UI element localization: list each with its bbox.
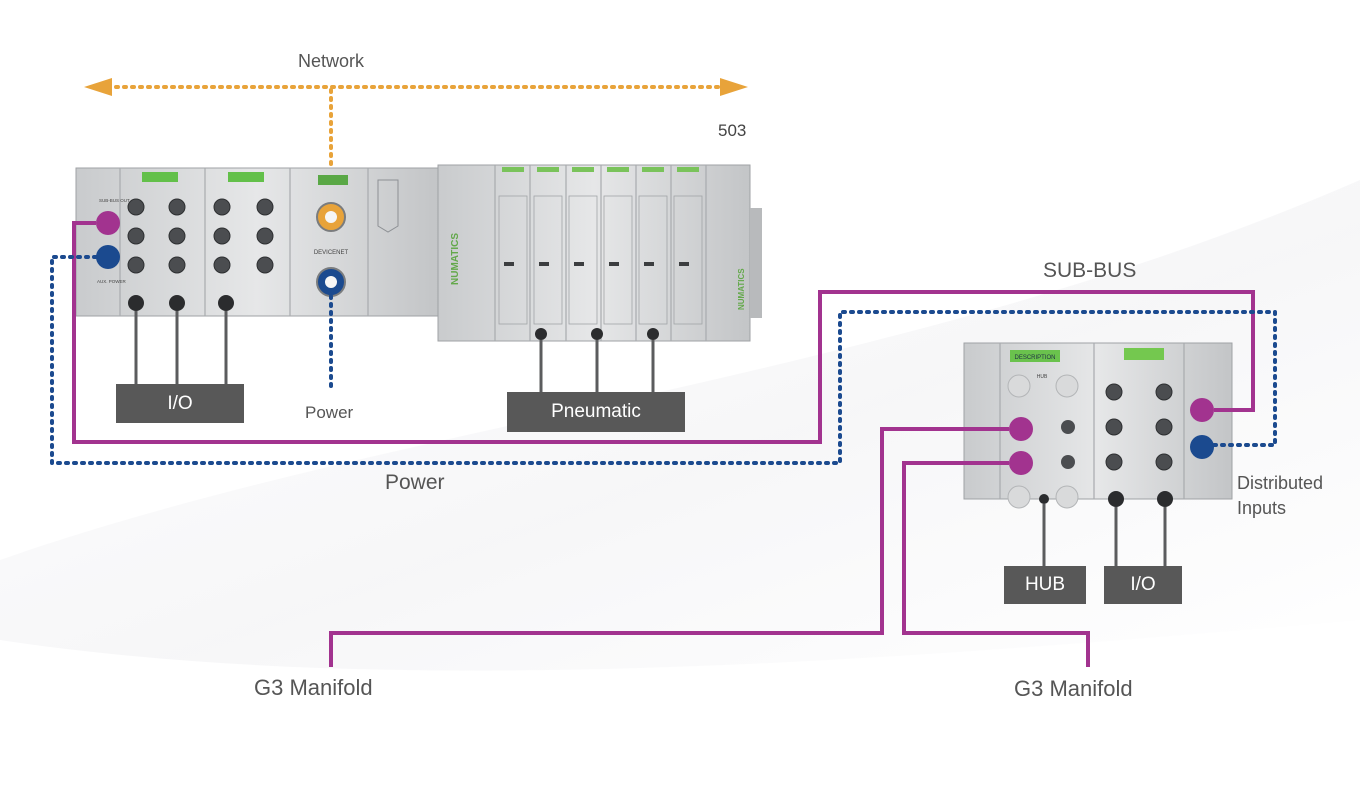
- network-arrow-right-head: [720, 78, 748, 96]
- device-cables: [134, 311, 1167, 566]
- main-manifold: DEVICENET SUB-BUS OUT AUX. POWER NUMATIC…: [75, 164, 762, 342]
- devicenet-display: [318, 175, 348, 185]
- power-label-large: Power: [385, 471, 445, 494]
- g3-right-line: [902, 461, 1090, 667]
- description-text: DESCRIPTION: [1014, 355, 1055, 361]
- sub-bus-in-port: [1190, 398, 1214, 422]
- sub-bus-lines: [72, 221, 1255, 667]
- aux-power-in-port: [1190, 435, 1214, 459]
- g3-manifold-right-label: G3 Manifold: [1014, 676, 1133, 701]
- network-label: Network: [298, 51, 365, 71]
- distributed-inputs-label: Distributed Inputs: [1237, 471, 1323, 521]
- aux-power-port: [96, 245, 120, 269]
- distributed-module: DESCRIPTION HUB: [963, 342, 1233, 509]
- aux-power-text: AUX. POWER: [97, 279, 127, 284]
- sub-bus-label: SUB-BUS: [1043, 259, 1137, 282]
- brand-text-1: NUMATICS: [450, 233, 461, 285]
- power-label-small: Power: [305, 403, 354, 422]
- hub-text: HUB: [1037, 374, 1048, 380]
- hub-box: HUB: [1004, 566, 1086, 604]
- brand-text-2: NUMATICS: [737, 268, 746, 310]
- g3-manifold-left-label: G3 Manifold: [254, 675, 373, 700]
- g3-left-line: [329, 427, 1009, 667]
- power-lines: [50, 255, 1277, 465]
- distributed-inputs-line2: Inputs: [1237, 498, 1287, 518]
- devicenet-text: DEVICENET: [314, 250, 349, 256]
- terminal-block-2: [228, 172, 264, 182]
- power-main-line: [50, 255, 1277, 465]
- sub-bus-out-port: [96, 211, 120, 235]
- distributed-inputs-line1: Distributed: [1237, 473, 1324, 493]
- io-box-right: I/O: [1104, 566, 1182, 604]
- sub-bus-out-text: SUB-BUS OUT: [99, 198, 130, 203]
- description-display: [1010, 350, 1060, 362]
- hub-port-1: [1009, 417, 1033, 441]
- pneumatic-box: Pneumatic: [507, 392, 685, 432]
- model-number-label: 503: [718, 121, 747, 140]
- terminal-block-1: [142, 172, 178, 182]
- sub-bus-main-line: [72, 221, 1255, 444]
- io-box-left: I/O: [116, 384, 244, 423]
- network-arrow-left-head: [84, 78, 112, 96]
- hub-port-2: [1009, 451, 1033, 475]
